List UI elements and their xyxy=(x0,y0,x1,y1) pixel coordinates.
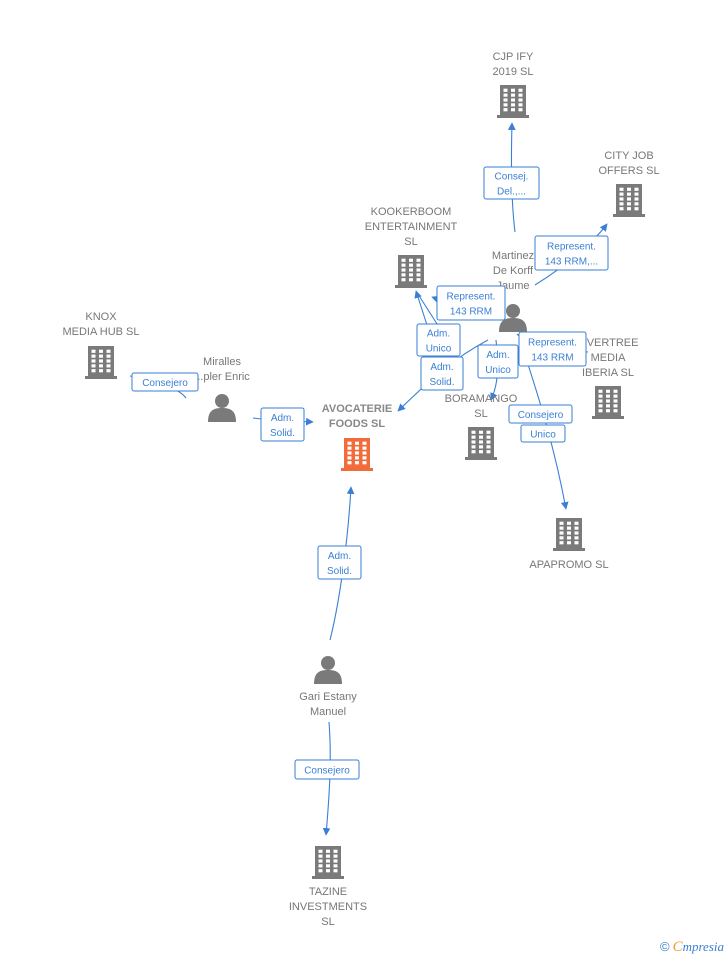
node-label: 2019 SL xyxy=(493,66,534,78)
company-node-knox[interactable]: KNOX MEDIA HUB SL xyxy=(62,311,140,379)
node-label: MEDIA xyxy=(591,352,627,364)
edge-label-text: Consejero xyxy=(142,378,188,389)
node-label: CJP IFY xyxy=(493,51,534,63)
node-label: APAPROMO SL xyxy=(529,559,608,571)
node-label: Manuel xyxy=(310,706,346,718)
edge-label-text: Unico xyxy=(530,430,556,441)
node-label: BORAMANGO xyxy=(445,393,518,405)
node-label: ...VERTREE xyxy=(578,337,639,349)
company-node-avocaterie[interactable]: AVOCATERIE FOODS SL xyxy=(322,403,393,471)
brand-name: mpresia xyxy=(682,939,724,954)
edge-label-text: Del.,... xyxy=(497,187,526,198)
node-label: KNOX xyxy=(85,311,117,323)
edge-label-text: Consejero xyxy=(518,410,564,421)
company-node-apapromo[interactable]: APAPROMO SL xyxy=(529,518,609,571)
node-label: Martinez xyxy=(492,250,534,262)
edge-label[interactable]: Adm. Solid. xyxy=(260,407,305,442)
edge-label-text: 143 RRM xyxy=(450,307,492,318)
edge-label-text: 143 RRM xyxy=(531,353,573,364)
node-label: MEDIA HUB SL xyxy=(62,326,139,338)
edge-label[interactable]: Adm. Unico xyxy=(477,344,519,379)
edge-label-text: Solid. xyxy=(270,428,295,439)
edge-label[interactable]: Consejero xyxy=(508,404,573,424)
edge-label[interactable]: Consejero xyxy=(294,759,360,780)
person-icon xyxy=(208,394,236,422)
brand-logo: Cmpresia xyxy=(672,939,724,955)
company-node-boramango[interactable]: BORAMANGO SL xyxy=(445,393,518,460)
company-node-tazine[interactable]: TAZINE INVESTMENTS SL xyxy=(289,846,367,928)
building-icon xyxy=(312,846,344,879)
edge-label-text: Adm. xyxy=(271,413,294,424)
edge-label[interactable]: Adm. Unico xyxy=(416,323,461,357)
building-icon xyxy=(85,346,117,379)
node-label: AVOCATERIE xyxy=(322,403,393,415)
edge-label[interactable]: Represent. 143 RRM xyxy=(436,285,506,321)
building-icon xyxy=(613,184,645,217)
edge-label[interactable]: Represent. 143 RRM xyxy=(518,331,587,367)
node-label: FOODS SL xyxy=(329,418,386,430)
building-icon xyxy=(395,255,427,288)
node-label: De Korff xyxy=(493,265,534,277)
edge-label-text: 143 RRM,... xyxy=(545,257,598,268)
node-label: ENTERTAINMENT xyxy=(365,221,458,233)
node-label: ...pler Enric xyxy=(194,371,250,383)
edge-label-text: Consejero xyxy=(304,766,350,777)
brand-initial: C xyxy=(672,939,683,955)
edge-label[interactable]: Adm. Solid. xyxy=(317,545,362,580)
node-label: CITY JOB xyxy=(604,150,653,162)
node-label: Miralles xyxy=(203,356,241,368)
building-icon xyxy=(497,85,529,118)
person-icon xyxy=(499,304,527,332)
edge-label-text: Adm. xyxy=(430,362,453,373)
node-label: Gari Estany xyxy=(299,691,357,703)
edge-label[interactable]: Represent. 143 RRM,... xyxy=(534,235,609,271)
edge-label-text: Consej. xyxy=(495,172,529,183)
edge-label-text: Adm. xyxy=(328,551,351,562)
company-node-vertree[interactable]: ...VERTREE MEDIA IBERIA SL xyxy=(578,337,639,419)
edge-label[interactable]: Unico xyxy=(520,424,566,443)
company-node-cityjob[interactable]: CITY JOB OFFERS SL xyxy=(598,150,660,217)
edge-label-text: Adm. xyxy=(486,350,509,361)
node-label: SL xyxy=(321,916,334,928)
building-icon xyxy=(553,518,585,551)
building-icon xyxy=(465,427,497,460)
edge-label[interactable]: Consejero xyxy=(131,372,199,392)
edge-label-text: Solid. xyxy=(327,566,352,577)
edge-label[interactable]: Adm. Solid. xyxy=(420,356,464,391)
person-node-miralles[interactable]: Miralles ...pler Enric xyxy=(194,356,250,422)
edge-label-text: Represent. xyxy=(447,292,496,303)
node-label: OFFERS SL xyxy=(598,165,659,177)
edge-label-text: Unico xyxy=(426,344,452,355)
edge-label-text: Unico xyxy=(485,365,511,376)
node-label: TAZINE xyxy=(309,886,347,898)
building-icon xyxy=(341,438,373,471)
edge-label-text: Represent. xyxy=(547,242,596,253)
edge-label-text: Solid. xyxy=(429,377,454,388)
footer-brand: ©Cmpresia xyxy=(660,939,724,956)
node-label: INVESTMENTS xyxy=(289,901,367,913)
node-label: IBERIA SL xyxy=(582,367,634,379)
company-node-kookerboom[interactable]: KOOKERBOOM ENTERTAINMENT SL xyxy=(365,206,458,288)
building-icon xyxy=(592,386,624,419)
edge-label[interactable]: Consej. Del.,... xyxy=(483,166,540,200)
edge-label-text: Adm. xyxy=(427,329,450,340)
nodes-layer: AVOCATERIE FOODS SL CJP IFY 2019 SL CITY JOB… xyxy=(62,51,659,928)
edge-label-text: Represent. xyxy=(528,338,577,349)
person-icon xyxy=(314,656,342,684)
copyright-symbol: © xyxy=(659,939,670,954)
relation-edge xyxy=(322,721,331,836)
node-label: KOOKERBOOM xyxy=(371,206,452,218)
company-node-cjp[interactable]: CJP IFY 2019 SL xyxy=(493,51,535,118)
node-label: SL xyxy=(404,236,417,248)
node-label: SL xyxy=(474,408,487,420)
edge-labels-layer: Consej.Del.,...Represent.143 RRM,...Repr… xyxy=(131,166,609,780)
